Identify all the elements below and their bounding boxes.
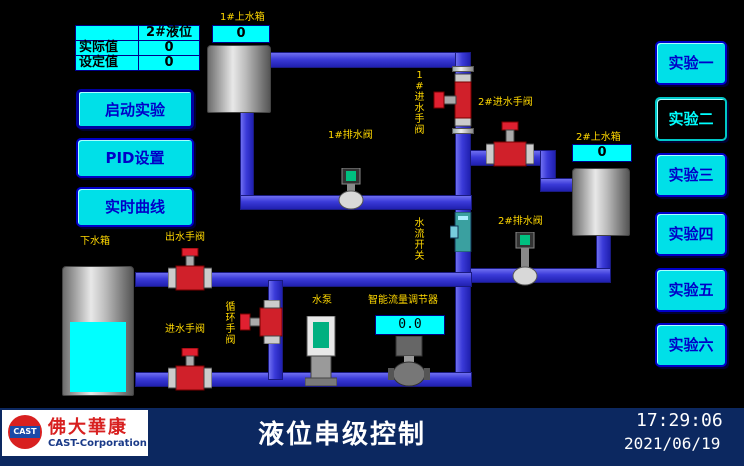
page-title: 液位串级控制 [258, 420, 427, 450]
tank2-label: 2#上水箱 [576, 132, 621, 143]
start-experiment-button[interactable]: 启动实验 [76, 89, 194, 129]
valve-2-drain[interactable] [510, 231, 540, 286]
pid-settings-button[interactable]: PID设置 [76, 138, 194, 178]
label-valve-1-drain: 1#排水阀 [328, 130, 373, 141]
experiment-6-button[interactable]: 实验六 [655, 323, 727, 367]
logo-english-name: CAST-Corporation [48, 438, 147, 449]
tank1-label: 1#上水箱 [220, 12, 265, 23]
riser-flange-bottom [452, 128, 474, 134]
valve-outlet-manual[interactable] [167, 247, 213, 296]
tank2-upper [572, 168, 630, 236]
experiment-5-button[interactable]: 实验五 [655, 268, 727, 312]
flow-switch [449, 211, 476, 253]
logo-emblem-text: CAST [10, 426, 40, 438]
info-row-setpoint-label: 设定值 [75, 55, 139, 71]
tank1-level-display: 0 [212, 25, 270, 43]
flow-regulator [388, 335, 430, 388]
regulator-flow-display: 0.0 [375, 315, 445, 335]
experiment-3-button[interactable]: 实验三 [655, 153, 727, 197]
logo-chinese-name: 佛大華康 [48, 417, 128, 438]
label-valve-1-inlet: 1#进水手阀 [414, 70, 425, 136]
pipe-lower-outlet [135, 272, 472, 287]
label-valve-outlet: 出水手阀 [165, 232, 205, 243]
label-valve-circulation: 循环手阀 [225, 302, 236, 346]
level-info-table: 2#液位 实际值 0 设定值 0 [75, 25, 200, 71]
valve-circulation-manual[interactable] [239, 299, 288, 345]
experiment-2-button[interactable]: 实验二 [655, 97, 727, 141]
valve-2-inlet-manual[interactable] [485, 120, 535, 172]
valve-inlet-manual[interactable] [167, 347, 213, 396]
tank1-upper [207, 45, 271, 113]
valve-1-inlet-manual[interactable] [432, 72, 478, 130]
label-valve-2-inlet: 2#进水手阀 [478, 97, 533, 108]
info-table-corner [75, 25, 139, 41]
experiment-4-button[interactable]: 实验四 [655, 212, 727, 256]
label-regulator: 智能流量调节器 [368, 295, 438, 306]
label-valve-inlet: 进水手阀 [165, 324, 205, 335]
footer-bar: CAST 佛大華康 CAST-Corporation 液位串级控制 17:29:… [0, 408, 744, 466]
pipe-tank2-drain-horizontal [470, 268, 611, 283]
riser-flange-top [452, 66, 474, 72]
lower-tank-water [70, 322, 126, 392]
experiment-1-button[interactable]: 实验一 [655, 41, 727, 85]
label-valve-2-drain: 2#排水阀 [498, 216, 543, 227]
realtime-curve-button[interactable]: 实时曲线 [76, 187, 194, 227]
info-row-actual-value: 0 [138, 40, 200, 56]
info-table-header: 2#液位 [138, 25, 200, 41]
info-row-setpoint-value: 0 [138, 55, 200, 71]
clock-date: 2021/06/19 [624, 434, 721, 453]
label-pump: 水泵 [312, 295, 332, 306]
pipe-tank1-inlet [270, 52, 470, 68]
label-flow-switch: 水流开关 [414, 218, 425, 262]
info-row-actual-label: 实际值 [75, 40, 139, 56]
clock-time: 17:29:06 [636, 410, 723, 431]
pipe-lower-inlet [135, 372, 472, 387]
tank2-level-display: 0 [572, 144, 632, 162]
pump [304, 315, 338, 387]
lower-tank-label: 下水箱 [80, 236, 110, 247]
company-logo: CAST 佛大華康 CAST-Corporation [2, 410, 148, 456]
valve-1-drain[interactable] [336, 167, 366, 210]
logo-emblem: CAST [8, 415, 42, 449]
